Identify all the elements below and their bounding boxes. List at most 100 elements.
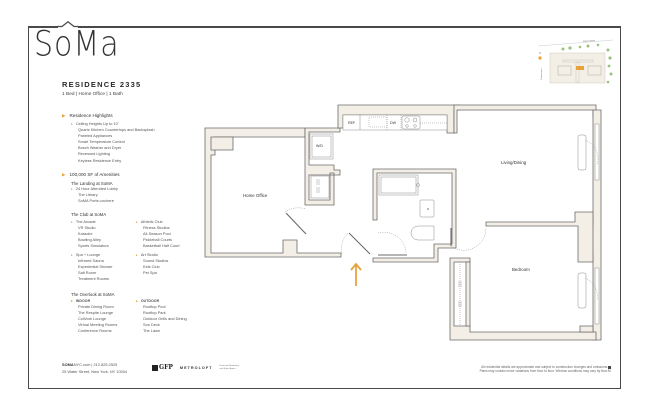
list-item: VR Studio <box>78 225 96 231</box>
list-item: The Lawn <box>143 328 161 334</box>
frame-notch <box>57 21 79 28</box>
list-item: Keyless Residence Entry <box>78 157 122 163</box>
list-item: Outdoor Grills and Dining <box>143 316 187 322</box>
list-item: Spa + Lounge <box>75 252 101 257</box>
residence-subtitle: 1 Bed | Home Office | 1 Bath <box>62 92 123 97</box>
list-item: Bosch Washer and Dryer <box>78 145 122 151</box>
list-item: Sound Studios <box>143 258 169 264</box>
frame-top-left <box>28 26 58 28</box>
overlook-title: The Overlook at SoMA <box>71 292 115 297</box>
list-item: Rooftop Park <box>143 310 166 316</box>
club-col1-group1: ▸The Arcade VR Studio Karaoke Bowling Al… <box>71 219 109 249</box>
list-item: Art Studio <box>140 252 158 257</box>
compass-mark <box>608 366 611 369</box>
list-item: The Library <box>78 192 98 198</box>
club-col2-group1: ▸Athletic Club Fitness Studios All-Seaso… <box>136 219 180 249</box>
list-item: Quartz Kitchen Countertops and Backsplas… <box>78 127 155 133</box>
room-home-office: Home Office <box>243 193 268 198</box>
svg-text:N: N <box>539 53 541 55</box>
list-item: Ceiling Heights Up to 10' <box>75 121 119 126</box>
bullet-icon: ▸ <box>71 122 73 126</box>
list-item: The Arcade <box>75 219 96 224</box>
ref-label: REF <box>348 121 356 125</box>
website-brand[interactable]: SOMA <box>62 362 74 367</box>
dw-label: DW <box>389 121 397 125</box>
list-item: All-Season Pool <box>143 231 171 237</box>
club-title: The Club at SoMA <box>71 212 107 217</box>
outdoor-label: OUTDOOR <box>140 299 160 303</box>
bullet-icon: ▸ <box>136 299 138 303</box>
list-item: Sun Deck <box>143 322 160 328</box>
indoor-label: INDOOR <box>75 299 91 303</box>
list-item: Karaoke <box>78 231 93 237</box>
amenities-section: ▶100,000 SF of Amenities The Landing at … <box>62 172 120 204</box>
metroloft-logo: METROLOFT <box>179 365 213 370</box>
list-item: Smart Temperature Control <box>78 139 125 145</box>
svg-text:Gouverneur: Gouverneur <box>540 68 543 80</box>
bullet-icon: ▸ <box>136 220 138 224</box>
list-item: Salt Room <box>78 270 97 276</box>
landing-list: ▸24 Hour Attended Lobby The Library SoMA… <box>62 186 120 204</box>
gfp-logo: GFP <box>152 364 173 371</box>
list-item: SoMA Porte-cochere <box>78 198 114 204</box>
club-section: The Club at SoMA <box>71 212 106 217</box>
list-item: Recessed Lighting <box>78 151 111 157</box>
bullet-icon: ▶ <box>62 113 66 118</box>
brand-logo: SoMa <box>34 24 120 65</box>
club-col1-group2: ▸Spa + Lounge Infrared Sauna Experientia… <box>71 252 113 282</box>
list-item: Kids Club <box>143 264 160 270</box>
page-frame <box>28 26 621 389</box>
website-contact[interactable]: NYC.com | 212.825.2525 <box>73 362 118 367</box>
compass-icon: N <box>608 366 611 373</box>
highlights-heading: Residence Highlights <box>69 113 113 118</box>
bullet-icon: ▸ <box>71 187 73 191</box>
footer-address: 25 Water Street, New York, NY 10004 <box>62 368 128 374</box>
list-item: CoWork Lounge <box>78 316 107 322</box>
highlights-section: ▶Residence Highlights ▸Ceiling Heights U… <box>62 113 155 164</box>
list-item: Infrared Sauna <box>78 258 104 264</box>
frame-top-right <box>78 26 621 28</box>
list-item: Athletic Club <box>140 219 163 224</box>
list-item: Treatment Rooms <box>78 276 109 282</box>
disclaimer-line-1: All residential details are approximate … <box>481 365 608 369</box>
key-plan-map: N Water Street Gouverneur <box>537 39 614 84</box>
entry-arrow-icon <box>350 262 362 286</box>
wd-label: W/D <box>316 144 323 148</box>
landing-title: The Landing at SoMA <box>71 181 113 186</box>
amenities-heading: 100,000 SF of Amenities <box>69 172 120 177</box>
list-item: Pickleball Courts <box>143 237 172 243</box>
list-item: Experiential Shower <box>78 264 113 270</box>
bullet-icon: ▸ <box>136 253 138 257</box>
partner-logos: GFP METROLOFT Exclusive Marketing and Sa… <box>152 364 240 371</box>
list-item: Rooftop Pool <box>143 304 166 310</box>
gfp-mark-icon <box>152 364 158 371</box>
compass-label: N <box>608 369 611 373</box>
overlook-outdoor: ▸OUTDOOR Rooftop Pool Rooftop Park Outdo… <box>136 298 187 335</box>
svg-text:Water Street: Water Street <box>583 39 596 43</box>
bullet-icon: ▸ <box>71 253 73 257</box>
list-item: Fitness Studios <box>143 225 170 231</box>
list-item: Pet Spa <box>143 270 157 276</box>
highlights-list: ▸Ceiling Heights Up to 10' Quartz Kitche… <box>62 121 155 164</box>
disclaimer-line-2: Plans may contain minor variations from … <box>479 369 608 374</box>
disclaimer: All residential details are approximate … <box>480 365 608 374</box>
room-living-dining: Living/Dining <box>501 160 527 165</box>
overlook-indoor: ▸INDOOR Private Dining Room The Respite … <box>71 298 117 335</box>
gfp-text: GFP <box>159 364 173 371</box>
list-item: 24 Hour Attended Lobby <box>75 186 118 191</box>
footer-contact: SOMANYC.com | 212.825.2525 25 Water Stre… <box>62 362 127 375</box>
bullet-icon: ▶ <box>62 172 66 177</box>
club-col2-group2: ▸Art Studio Sound Studios Kids Club Pet … <box>136 252 168 276</box>
list-item: Paneled Appliances <box>78 133 113 139</box>
list-item: Private Dining Room <box>78 304 114 310</box>
bullet-icon: ▸ <box>71 299 73 303</box>
sales-agent-credit: Exclusive Marketing and Sales Agent <box>219 364 239 370</box>
residence-title: RESIDENCE 2335 <box>62 80 142 89</box>
room-bedroom: Bedroom <box>512 267 530 272</box>
list-item: The Respite Lounge <box>78 310 114 316</box>
list-item: Basketball Half Court <box>143 243 180 249</box>
list-item: Conference Rooms <box>78 328 112 334</box>
list-item: Bowling Alley <box>78 237 101 243</box>
list-item: Sports Simulators <box>78 243 109 249</box>
